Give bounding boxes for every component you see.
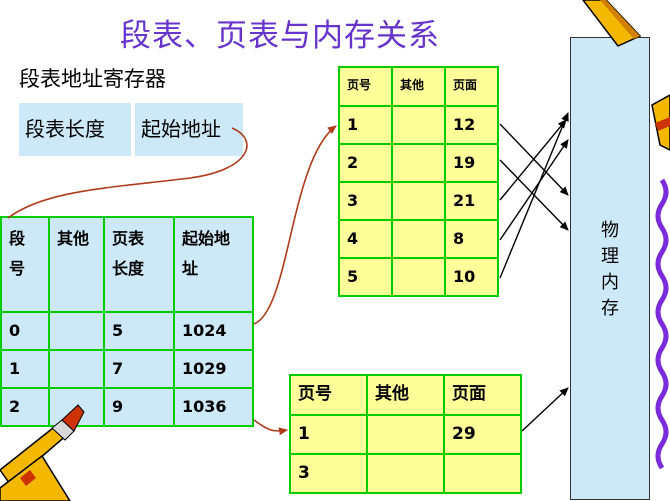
page-to-memory-arrow: [500, 120, 566, 200]
page2-header-page-no: 页号: [290, 375, 367, 415]
page1-header-page-no: 页号: [339, 67, 392, 106]
page1-cell: 19: [445, 144, 498, 182]
segment-cell: 1024: [174, 312, 253, 350]
segment-table: 段号 其他 页表长度 起始地址 0 5 1024 1 7 1029 2 9 10…: [0, 216, 254, 427]
segment-cell: 7: [104, 350, 174, 388]
page-to-memory-arrow: [500, 160, 568, 230]
table-row: 1 29: [290, 415, 521, 454]
page1-cell: 21: [445, 182, 498, 220]
segment-table-register: 段表长度 起始地址: [19, 103, 243, 156]
memory-label-char: 理: [571, 244, 649, 270]
page1-cell: [392, 220, 445, 258]
page-to-memory-arrow: [500, 140, 568, 240]
segment-cell: 5: [104, 312, 174, 350]
physical-memory-label: 物 理 内 存: [571, 218, 649, 322]
table-row: 3: [290, 454, 521, 493]
table-row: 4 8: [339, 220, 498, 258]
table-row: 2 19: [339, 144, 498, 182]
page-to-memory-arrow: [500, 124, 568, 195]
page1-cell: 1: [339, 106, 392, 144]
memory-label-char: 物: [571, 218, 649, 244]
table-row: 1 12: [339, 106, 498, 144]
page1-cell: 3: [339, 182, 392, 220]
page2-header-other: 其他: [367, 375, 444, 415]
page1-cell: [392, 144, 445, 182]
page2-cell: 1: [290, 415, 367, 454]
page1-cell: 4: [339, 220, 392, 258]
page1-cell: 8: [445, 220, 498, 258]
page2-cell: [367, 454, 444, 493]
page2-cell: 3: [290, 454, 367, 493]
page2-cell: 29: [444, 415, 521, 454]
segment-cell: 1: [1, 350, 49, 388]
page1-cell: 10: [445, 258, 498, 296]
page-table-1-header: 页号 其他 页面: [339, 67, 498, 106]
page-table-1: 页号 其他 页面 1 12 2 19 3 21 4 8 5 10: [338, 66, 499, 297]
page1-cell: 12: [445, 106, 498, 144]
segment-cell: 2: [1, 388, 49, 426]
table-row: 2 9 1036: [1, 388, 253, 426]
segment-cell: 1036: [174, 388, 253, 426]
memory-label-char: 存: [571, 296, 649, 322]
segment-cell: [49, 312, 104, 350]
page1-header-frame: 页面: [445, 67, 498, 106]
page-table-2: 页号 其他 页面 1 29 3: [289, 374, 522, 494]
page-table-2-header: 页号 其他 页面: [290, 375, 521, 415]
page2-cell: [367, 415, 444, 454]
table-row: 1 7 1029: [1, 350, 253, 388]
register-start-address-cell: 起始地址: [135, 103, 243, 156]
page2-cell: [444, 454, 521, 493]
decorative-squiggle: [658, 180, 666, 468]
segment-cell: [49, 350, 104, 388]
segment0-to-page-table-1-arrow: [254, 126, 336, 324]
table-row: 0 5 1024: [1, 312, 253, 350]
pencil-right-icon: [652, 95, 670, 150]
memory-label-char: 内: [571, 270, 649, 296]
table-row: 5 10: [339, 258, 498, 296]
page1-header-other: 其他: [392, 67, 445, 106]
physical-memory-block: 物 理 内 存: [570, 37, 650, 500]
page1-cell: [392, 106, 445, 144]
segment-header-seg-no: 段号: [1, 217, 49, 312]
register-label: 段表地址寄存器: [19, 63, 166, 93]
page-to-memory-arrow: [500, 113, 568, 278]
page1-cell: [392, 258, 445, 296]
segment-cell: 1029: [174, 350, 253, 388]
page1-cell: 2: [339, 144, 392, 182]
table-row: 3 21: [339, 182, 498, 220]
segment-header-other: 其他: [49, 217, 104, 312]
page-title: 段表、页表与内存关系: [0, 10, 560, 55]
segment-cell: 0: [1, 312, 49, 350]
register-length-cell: 段表长度: [19, 103, 131, 156]
page1-cell: [392, 182, 445, 220]
segment-header-start-address: 起始地址: [174, 217, 253, 312]
page1-cell: 5: [339, 258, 392, 296]
segment-cell: 9: [104, 388, 174, 426]
segment-table-header: 段号 其他 页表长度 起始地址: [1, 217, 253, 312]
segment2-to-page-table-2-arrow: [254, 420, 287, 431]
segment-cell: [49, 388, 104, 426]
page-to-memory-arrow: [522, 388, 568, 431]
page2-header-frame: 页面: [444, 375, 521, 415]
segment-header-page-table-length: 页表长度: [104, 217, 174, 312]
